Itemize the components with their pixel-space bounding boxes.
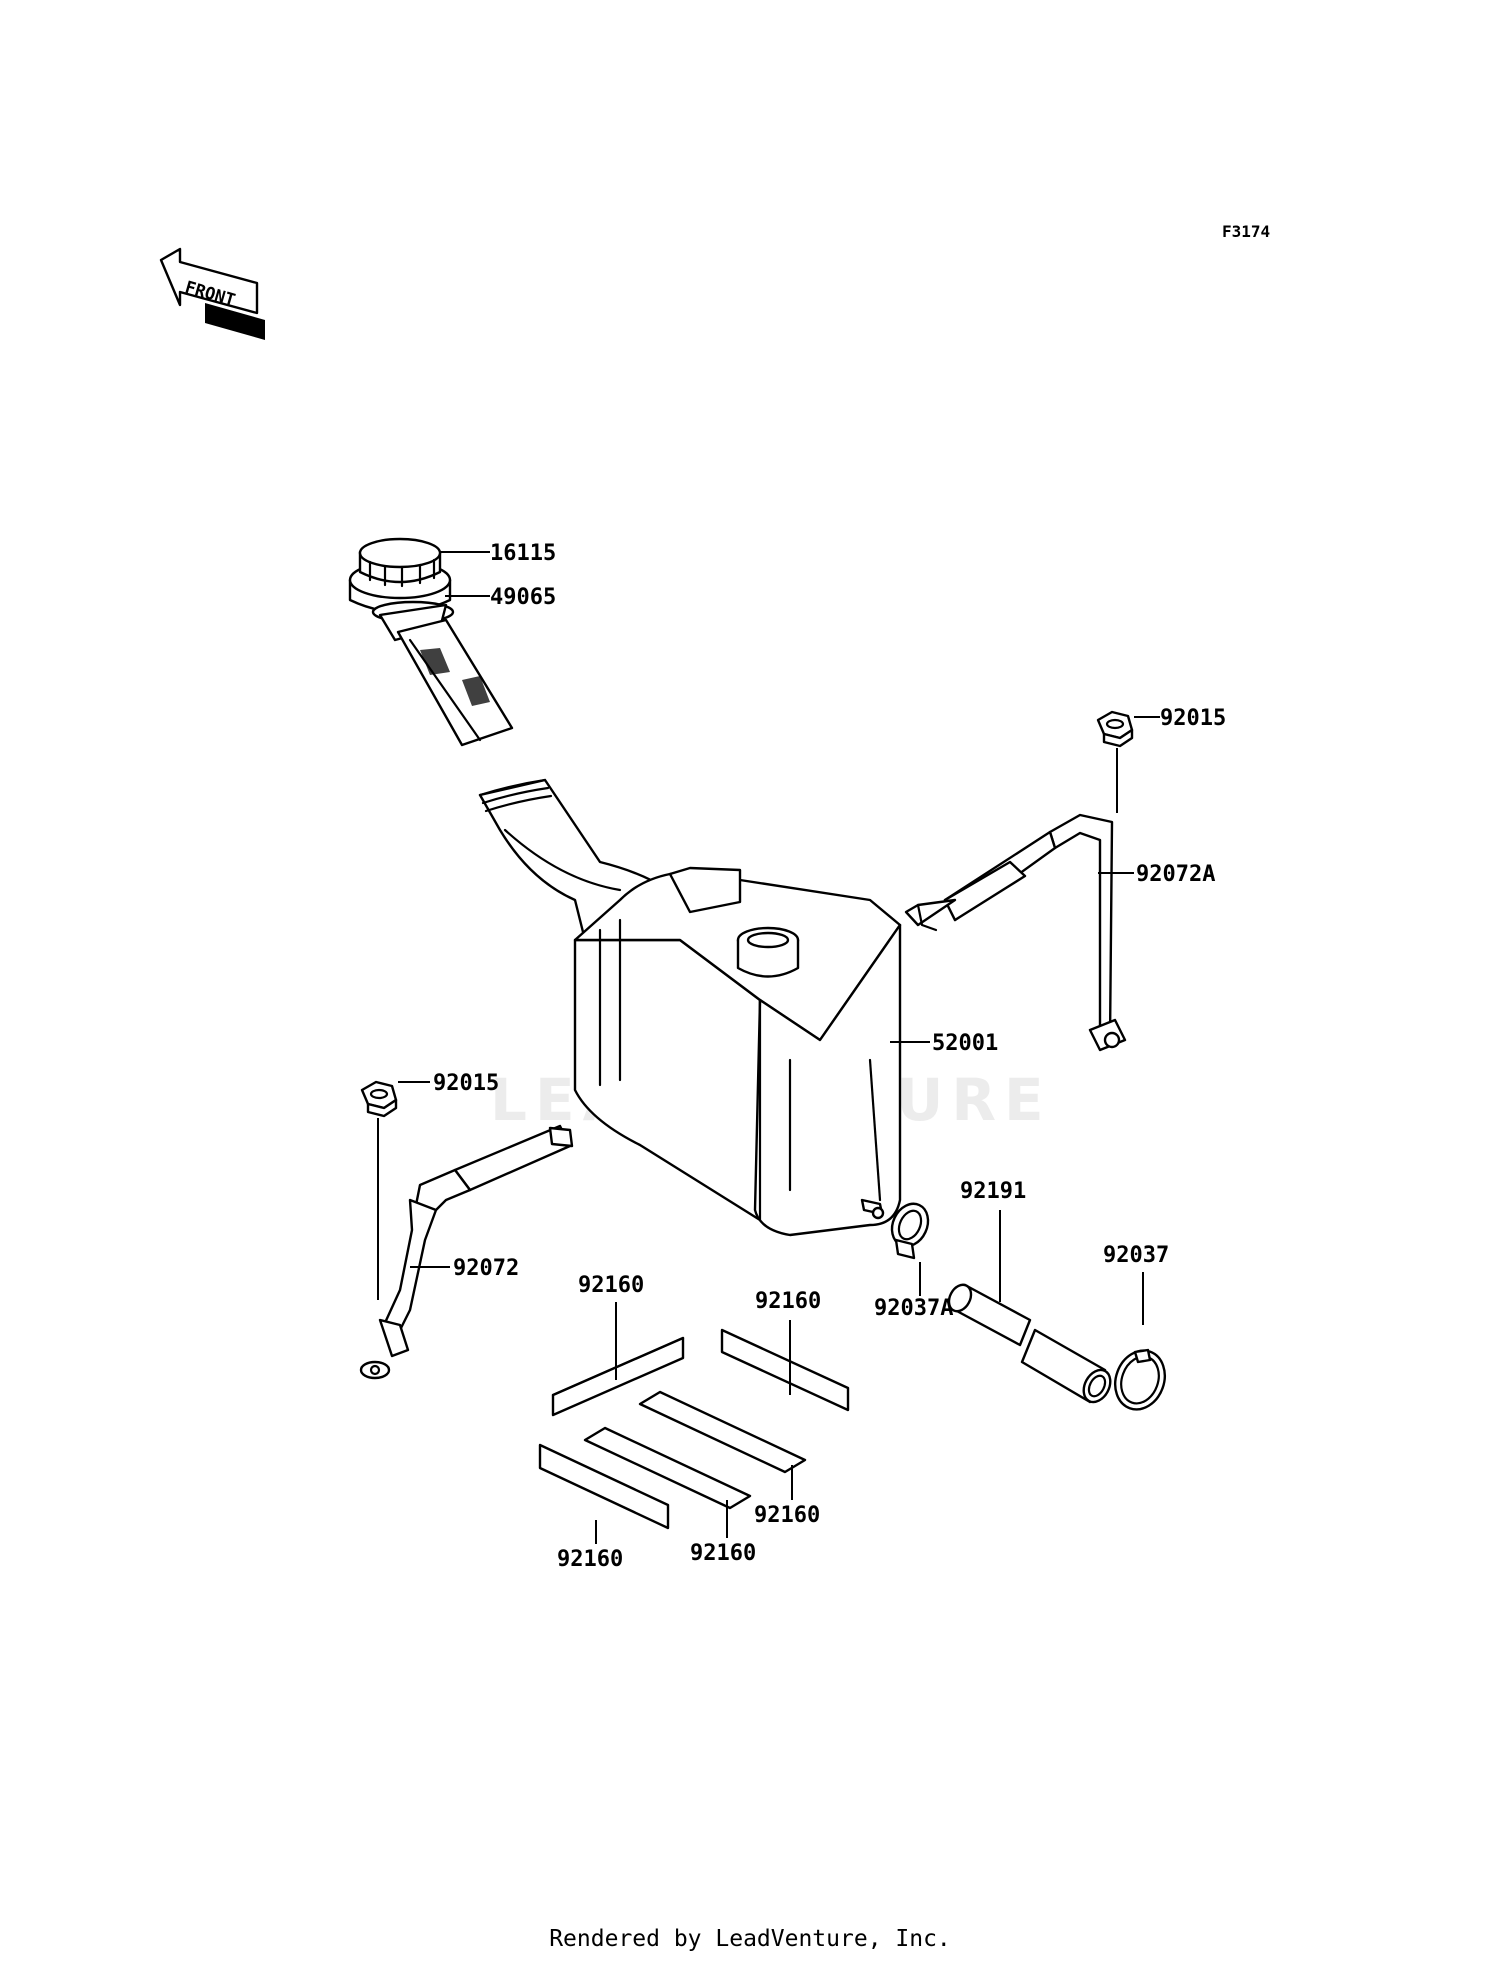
band-right[interactable] [904, 813, 1127, 1052]
pad-5[interactable] [538, 1443, 670, 1530]
footer-credit: Rendered by LeadVenture, Inc. [549, 1926, 951, 1952]
label-nut-left: 92015 [433, 1071, 499, 1096]
pad-3[interactable] [638, 1390, 807, 1474]
label-nut-right: 92015 [1160, 706, 1226, 731]
label-pad-5: 92160 [557, 1547, 623, 1572]
label-pad-1: 92160 [578, 1273, 644, 1298]
diagram-code: F3174 [1222, 222, 1270, 241]
clamp-left[interactable] [885, 1198, 934, 1260]
label-fuel-tank: 52001 [932, 1031, 998, 1056]
label-clamp-right: 92037 [1103, 1243, 1169, 1268]
label-clamp-left: 92037A [874, 1296, 953, 1321]
label-band-right: 92072A [1136, 862, 1215, 887]
clamp-right[interactable] [1107, 1344, 1173, 1417]
label-band-left: 92072 [453, 1256, 519, 1281]
label-fuel-filter: 49065 [490, 585, 556, 610]
label-pad-3: 92160 [754, 1503, 820, 1528]
pad-1[interactable] [551, 1336, 685, 1417]
label-pad-4: 92160 [690, 1541, 756, 1566]
fuel-cap[interactable] [348, 537, 452, 614]
nut-left[interactable] [360, 1080, 398, 1118]
pad-2[interactable] [720, 1328, 850, 1412]
band-left[interactable] [359, 1124, 574, 1380]
label-fuel-cap: 16115 [490, 541, 556, 566]
label-pad-2: 92160 [755, 1289, 821, 1314]
fuel-filter[interactable] [371, 600, 514, 747]
fuel-hose[interactable] [945, 1281, 1116, 1407]
nut-right[interactable] [1096, 710, 1134, 748]
pad-4[interactable] [583, 1426, 752, 1510]
fuel-tank[interactable] [478, 778, 902, 1237]
label-fuel-hose: 92191 [960, 1179, 1026, 1204]
front-arrow-icon: FRONT [159, 247, 265, 340]
